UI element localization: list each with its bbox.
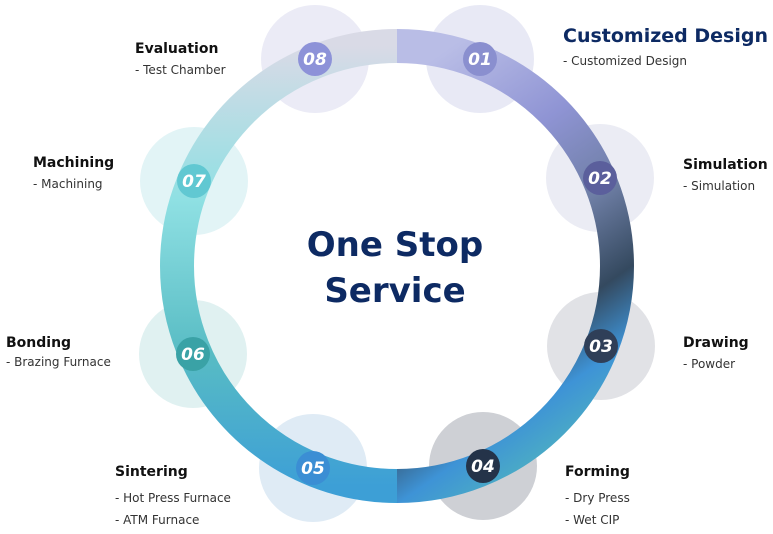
step-title: Sintering — [115, 464, 188, 480]
step-label-07: Machining - Machining — [33, 154, 114, 193]
step-title: Simulation — [683, 157, 768, 173]
step-label-08: Evaluation - Test Chamber — [135, 40, 226, 79]
step-marker-08 — [298, 42, 332, 76]
ring-left-arc — [160, 29, 398, 503]
step-marker-03 — [584, 329, 618, 363]
step-marker-05 — [296, 451, 330, 485]
step-label-06: Bonding - Brazing Furnace — [6, 334, 111, 371]
step-title: Bonding — [6, 335, 72, 351]
step-title: Machining — [33, 155, 115, 171]
step-title: Forming — [565, 464, 630, 480]
step-number-08: 08 — [303, 50, 327, 70]
step-item: - Powder — [683, 357, 736, 371]
step-number-04: 04 — [471, 457, 495, 477]
step-item: - Hot Press Furnace — [115, 491, 231, 505]
step-item: - ATM Furnace — [115, 513, 200, 527]
step-item: - Dry Press — [565, 491, 630, 505]
step-item: - Test Chamber — [135, 63, 226, 77]
step-item: - Simulation — [683, 179, 756, 193]
step-item: - Machining — [33, 177, 103, 191]
step-title: Evaluation — [135, 41, 219, 57]
step-number-03: 03 — [589, 337, 613, 357]
step-number-06: 06 — [181, 345, 205, 365]
step-marker-02 — [583, 161, 617, 195]
step-item: - Wet CIP — [565, 513, 620, 527]
process-ring — [160, 29, 634, 503]
step-label-02: Simulation - Simulation — [683, 156, 768, 195]
center-title-line: One Stop — [306, 225, 484, 265]
step-marker-07 — [177, 164, 211, 198]
step-title: Drawing — [683, 335, 749, 351]
step-number-05: 05 — [301, 459, 325, 479]
step-label-05: Sintering - Hot Press Furnace - ATM Furn… — [115, 463, 231, 531]
step-item: - Brazing Furnace — [6, 355, 111, 369]
step-title: Customized Design — [563, 25, 768, 47]
step-label-01: Customized Design - Customized Design — [563, 24, 768, 70]
ring-right-arc — [396, 29, 634, 503]
step-number-07: 07 — [182, 172, 206, 192]
step-number-01: 01 — [468, 50, 492, 70]
center-title: One Stop Service — [235, 222, 555, 314]
step-label-03: Drawing - Powder — [683, 334, 749, 373]
step-label-04: Forming - Dry Press - Wet CIP — [565, 463, 630, 531]
step-marker-06 — [176, 337, 210, 371]
step-marker-04 — [466, 449, 500, 483]
center-title-line: Service — [324, 271, 466, 311]
step-number-02: 02 — [588, 169, 612, 189]
step-item: - Customized Design — [563, 54, 687, 68]
step-marker-01 — [463, 42, 497, 76]
